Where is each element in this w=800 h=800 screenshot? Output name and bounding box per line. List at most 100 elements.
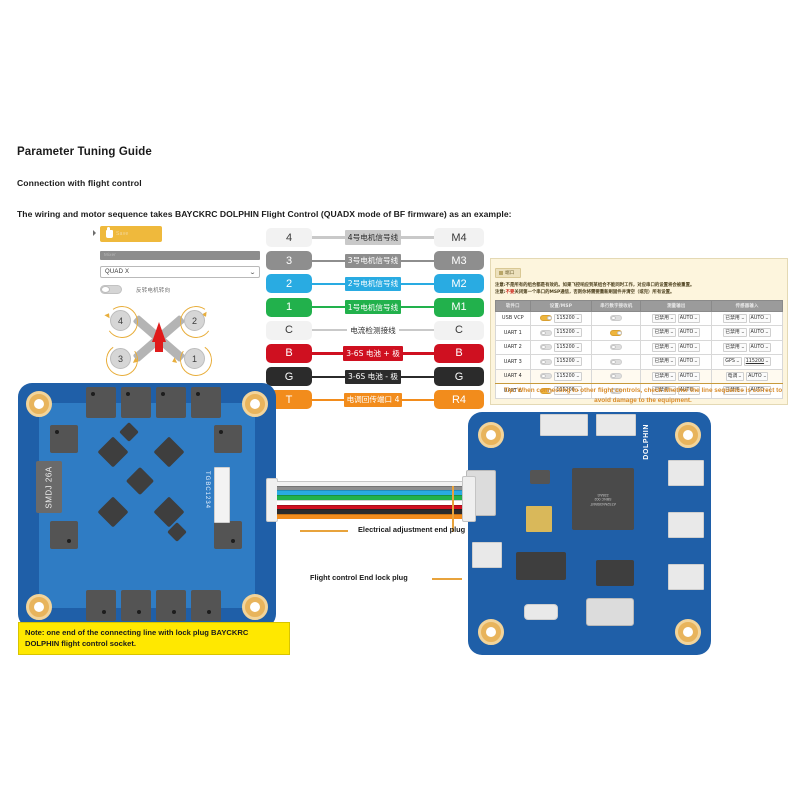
msp-cell: 115200⌄ — [529, 339, 593, 356]
serial-rx-toggle[interactable] — [610, 329, 623, 336]
gyro-chip — [516, 552, 566, 580]
esc-board-image: SMDJ 26A TGBC1234 — [18, 383, 276, 628]
fc-pad-label: M3 — [434, 251, 484, 271]
telemetry-cell: 已禁用⌄AUTO⌄ — [640, 354, 713, 370]
sensor-baud-select[interactable]: AUTO⌄ — [746, 371, 769, 381]
msp-toggle[interactable] — [540, 373, 553, 380]
section-subtitle: Connection with flight control — [17, 178, 142, 188]
wire-connector: 2号电机信号线 — [312, 276, 434, 291]
wire-connector: 电流检测接线 — [312, 323, 434, 338]
reverse-motor-toggle[interactable] — [100, 285, 122, 294]
serial-rx-toggle[interactable] — [610, 373, 623, 380]
serial-rx-toggle[interactable] — [610, 358, 623, 365]
telemetry-mode-select[interactable]: 已禁用⌄ — [652, 386, 676, 396]
ribbon-cable — [277, 481, 463, 520]
sensor-mode-select[interactable]: 已禁用⌄ — [723, 342, 747, 352]
msp-toggle[interactable] — [540, 387, 553, 394]
sensor-mode-select[interactable]: 已禁用⌄ — [723, 328, 747, 338]
mosfet — [191, 590, 221, 621]
mount-hole — [675, 422, 701, 448]
telemetry-mode-value: 已禁用 — [654, 359, 669, 365]
msp-toggle[interactable] — [540, 329, 553, 336]
esc-signal-header[interactable] — [214, 467, 230, 523]
serial-rx-cell — [591, 310, 642, 327]
telemetry-mode-select[interactable]: 已禁用⌄ — [652, 328, 676, 338]
mixer-section-bar: Mixer — [100, 251, 260, 260]
ports-tab[interactable]: 端口 — [495, 268, 521, 278]
serial-rx-toggle[interactable] — [610, 344, 623, 351]
telemetry-baud-select[interactable]: AUTO⌄ — [677, 313, 701, 323]
serial-rx-toggle[interactable] — [610, 315, 623, 322]
save-button-label: Save — [116, 231, 129, 237]
telemetry-mode-value: 已禁用 — [654, 388, 669, 394]
telemetry-baud-select[interactable]: AUTO⌄ — [677, 386, 701, 396]
telemetry-baud-select[interactable]: AUTO⌄ — [677, 342, 701, 352]
telemetry-mode-select[interactable]: 已禁用⌄ — [652, 342, 676, 352]
msp-baud-select[interactable]: 115200⌄ — [554, 371, 582, 381]
esc-pad-label: B — [266, 343, 312, 363]
mosfet — [121, 590, 151, 621]
sensor-baud-select[interactable]: AUTO⌄ — [748, 328, 771, 338]
port-identifier: USB VCP — [495, 310, 531, 327]
pin-header[interactable] — [596, 414, 636, 436]
telemetry-baud-select[interactable]: AUTO⌄ — [677, 357, 701, 367]
telemetry-mode-value: 已禁用 — [654, 315, 669, 321]
mcu-label: ATS2M43SB6IT SBNC 002 228AG — [590, 492, 616, 507]
sensor-baud-value: AUTO — [750, 315, 765, 321]
msp-toggle[interactable] — [540, 315, 553, 322]
msp-baud-select[interactable]: 115200⌄ — [554, 328, 582, 338]
msp-toggle[interactable] — [540, 358, 553, 365]
serial-rx-toggle[interactable] — [610, 387, 623, 394]
serial-rx-cell — [591, 339, 642, 356]
telemetry-baud-value: AUTO — [679, 359, 694, 365]
telemetry-baud-select[interactable]: AUTO⌄ — [677, 328, 701, 338]
usb-c-port[interactable] — [586, 598, 634, 626]
sensor-mode-select[interactable]: 已禁用⌄ — [723, 313, 747, 323]
sensor-mode-select[interactable]: 电调⌄ — [725, 371, 745, 381]
sensor-baud-select[interactable]: AUTO⌄ — [748, 342, 771, 352]
sensor-cell: 已禁用⌄AUTO⌄ — [711, 325, 783, 341]
pin-header[interactable] — [668, 512, 704, 538]
sensor-baud-select[interactable]: 115200⌄ — [743, 357, 771, 367]
save-button[interactable]: Save — [100, 226, 162, 242]
esc-pad-label: 4 — [266, 228, 312, 247]
pin-header[interactable] — [668, 564, 704, 590]
msp-baud-select[interactable]: 115200⌄ — [554, 357, 582, 367]
betaflight-ports-panel: 端口 注意:不是所有的组合都是有效的。如果飞控响应到某组合不能同时工作，对应串口… — [490, 258, 788, 405]
telemetry-mode-select[interactable]: 已禁用⌄ — [652, 313, 676, 323]
fc-pad-label: M1 — [434, 297, 484, 317]
telemetry-baud-select[interactable]: AUTO⌄ — [677, 371, 701, 381]
mixer-config-panel: Save Mixer QUAD X ⌄ 反转电机转向 4 2 3 — [93, 226, 260, 379]
sensor-baud-select[interactable]: AUTO⌄ — [748, 313, 771, 323]
sensor-baud-value: 115200 — [745, 359, 765, 365]
osd-chip — [596, 560, 634, 586]
pin-header[interactable] — [668, 460, 704, 486]
motor-marker: 2 — [184, 310, 205, 331]
msp-toggle[interactable] — [540, 344, 553, 351]
sensor-mode-select[interactable]: GPS⌄ — [723, 357, 742, 367]
msp-baud-select[interactable]: 115200⌄ — [554, 342, 582, 352]
sensor-baud-select[interactable]: AUTO⌄ — [748, 386, 771, 396]
telemetry-mode-select[interactable]: 已禁用⌄ — [652, 371, 676, 381]
telemetry-cell: 已禁用⌄AUTO⌄ — [640, 368, 713, 385]
sensor-mode-select[interactable]: 已禁用⌄ — [723, 386, 747, 396]
pointer-icon — [93, 230, 96, 236]
serial-rx-cell — [591, 368, 642, 385]
callout-leader-line — [432, 578, 462, 580]
mosfet — [50, 425, 78, 453]
esc-pad-label: G — [266, 367, 312, 387]
pin-header[interactable] — [472, 542, 502, 568]
mixer-select[interactable]: QUAD X ⌄ — [100, 266, 260, 278]
msp-baud-value: 115200 — [556, 315, 575, 321]
mosfet — [214, 425, 242, 453]
msp-baud-select[interactable]: 115200⌄ — [554, 386, 582, 396]
msp-baud-select[interactable]: 115200⌄ — [554, 313, 582, 323]
sensor-baud-value: AUTO — [750, 344, 765, 350]
pin-header[interactable] — [540, 414, 588, 436]
telemetry-mode-select[interactable]: 已禁用⌄ — [652, 357, 676, 367]
motor-marker: 4 — [110, 310, 131, 331]
msp-cell: 115200⌄ — [529, 325, 593, 341]
